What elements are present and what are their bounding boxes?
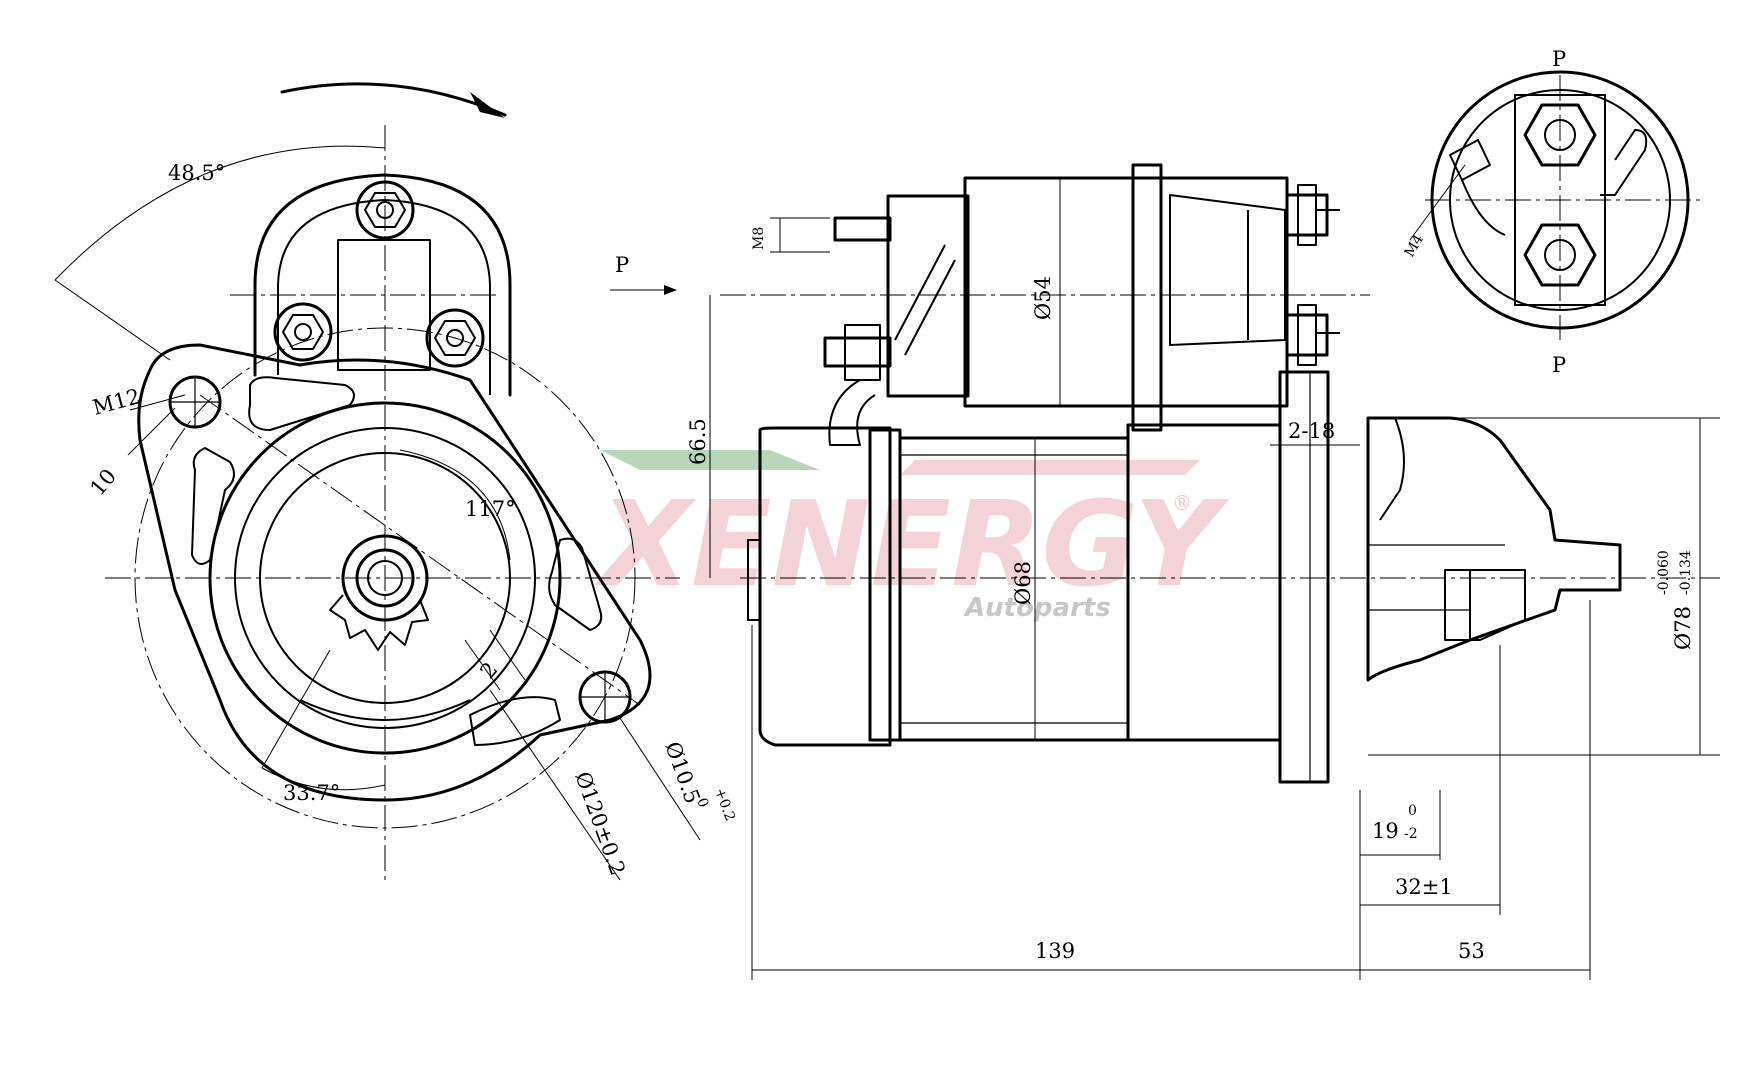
- flange-slot-right: [548, 537, 603, 631]
- pinion-tol-upper: 0: [1408, 803, 1417, 819]
- m8-label: M8: [751, 227, 767, 250]
- mount-axis-line: [199, 394, 641, 706]
- solenoid-cap: [253, 173, 512, 397]
- hole-tol-upper: +0.2: [711, 786, 738, 823]
- terminal-contact-strip: [1600, 129, 1648, 196]
- pinion-tol-lower: -2: [1404, 826, 1418, 842]
- watermark-registered: ®: [1172, 491, 1192, 515]
- terminal-p-top: P: [1552, 47, 1566, 71]
- solenoid-cap-inner: [277, 199, 491, 395]
- side-p-label: P: [615, 253, 629, 277]
- watermark: XENERGY Autoparts ®: [594, 450, 1230, 623]
- terminal-p-bottom: P: [1552, 353, 1566, 377]
- bolt-circle-leader: [489, 689, 621, 881]
- flange-thickness-label: 2-18: [1288, 419, 1335, 443]
- side-view: P Ø54 M8 66.: [610, 163, 1720, 980]
- terminal-stud-top: [833, 216, 892, 242]
- solenoid-shield: [1169, 194, 1286, 346]
- rotation-arrow: [280, 82, 507, 117]
- m4-terminal: [1449, 139, 1491, 181]
- pinion-teeth: [329, 594, 429, 651]
- terminal-housing: [1430, 70, 1690, 330]
- solenoid-bracket: [1131, 163, 1163, 432]
- angle-33-label: 33.7°: [283, 781, 340, 805]
- dim-2-line-b: [489, 629, 526, 681]
- m12-leader: [129, 394, 186, 411]
- stud-right-top: [1285, 193, 1329, 237]
- solenoid-yoke: [337, 239, 431, 371]
- terminal-stud-bottom: [823, 336, 892, 368]
- mount-flange: [1278, 370, 1330, 784]
- shaft-outer: [355, 548, 415, 608]
- body-length-label: 139: [1035, 939, 1075, 963]
- bolt-circle-line: [134, 327, 636, 829]
- pilot-tol-lower: -0.134: [1678, 550, 1694, 595]
- motor-endcap: [758, 426, 892, 747]
- flange-slot-left: [191, 447, 235, 565]
- terminal-view: P M4 P: [1402, 47, 1700, 377]
- height-label: 66.5: [686, 418, 710, 465]
- terminal-block: [1514, 94, 1606, 306]
- terminal-wire: [828, 379, 876, 446]
- terminal-nut-lower: [1523, 223, 1597, 287]
- rotation-arrowhead: [470, 92, 505, 118]
- housing-inner: [234, 427, 536, 729]
- flange-slot-bottom: [469, 696, 561, 746]
- pinion: [1444, 569, 1526, 641]
- bolt-right: [425, 308, 485, 368]
- terminal-nut-upper: [1523, 103, 1597, 167]
- angle-arc-117: [399, 449, 511, 561]
- m4-wire: [1461, 179, 1506, 236]
- bolt-circle-label: Ø120±0.2: [570, 769, 630, 879]
- housing-ring: [259, 452, 511, 704]
- terminal-nut: [844, 324, 881, 381]
- dim-10-label: 10: [85, 464, 121, 500]
- motor-endcap-boss: [747, 539, 760, 621]
- m4-leader: [1409, 164, 1466, 241]
- watermark-brand: XENERGY: [594, 475, 1230, 613]
- solenoid-endcap: [886, 194, 970, 398]
- angle-leader-48: [54, 279, 171, 361]
- nose-rib: [1379, 417, 1405, 521]
- flange-outline: [137, 343, 652, 802]
- solenoid-body: [963, 176, 1289, 408]
- flange-slot-top: [248, 376, 355, 431]
- angle-117-label: 117°: [465, 497, 516, 521]
- watermark-stripe: [900, 460, 1200, 475]
- housing-outer: [208, 401, 562, 755]
- terminal-housing-inner: [1449, 89, 1671, 311]
- solenoid-dia-label: Ø54: [1031, 276, 1055, 320]
- angle-leader-33: [261, 649, 331, 769]
- pinion-length-label: 32±1: [1395, 875, 1453, 899]
- angle-48-label: 48.5°: [168, 161, 225, 185]
- m12-label: M12: [90, 384, 143, 420]
- angle-arc-48: [54, 145, 386, 281]
- pinion-gear-outer: [341, 534, 429, 622]
- m4-label: M4: [1402, 232, 1428, 260]
- angle-arc-33: [261, 767, 386, 791]
- shaft-inner: [367, 560, 403, 596]
- dim-2-line: [464, 639, 501, 691]
- body-dia-label: Ø68: [1011, 561, 1035, 605]
- housing-lip: [299, 699, 471, 721]
- nose-length-label: 53: [1458, 939, 1485, 963]
- pinion-offset-label: 19: [1372, 819, 1399, 843]
- hole-dia-leader: [617, 714, 701, 841]
- pilot-dia-label: Ø78: [1671, 606, 1695, 650]
- dim-10-line: [127, 407, 176, 456]
- stud-right-bottom: [1285, 313, 1329, 357]
- bolt-left: [273, 302, 333, 362]
- watermark-sub: Autoparts: [963, 593, 1111, 623]
- hole-dia-label: Ø10.5: [660, 739, 704, 807]
- bolt-top: [355, 180, 415, 240]
- pilot-tol-upper: -0.060: [1656, 550, 1672, 595]
- nose-housing: [1366, 416, 1622, 682]
